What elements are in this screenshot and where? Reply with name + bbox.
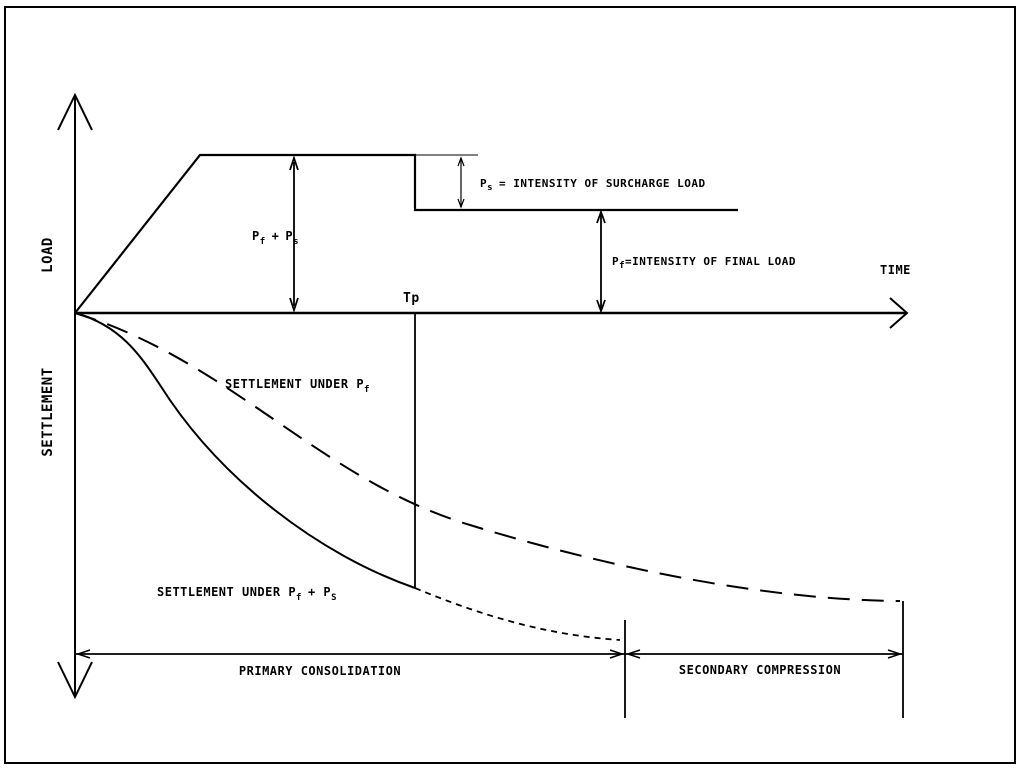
pf-def-sub: f [619,261,625,271]
pf-def-p: P [612,255,619,268]
pf-ps-p1: P [252,229,260,243]
pf-ps-arrow-bottom [289,297,299,313]
figure-frame [4,6,1016,764]
ps-definition: Ps = INTENSITY OF SURCHARGE LOAD [480,177,706,193]
settle-pfps-text: SETTLEMENT UNDER P [157,585,296,599]
settle-pfps-plus: + P [308,585,331,599]
secondary-arrow-left [625,649,641,659]
ps-arrow-top [457,156,465,167]
pf-ps-p2: P [285,229,293,243]
settle-pf-text: SETTLEMENT UNDER P [225,377,364,391]
primary-arrow-left [75,649,91,659]
primary-consolidation-label: PRIMARY CONSOLIDATION [239,664,401,678]
settlement-axis-label: SETTLEMENT [40,367,56,456]
vertical-axis-up-arrow [57,92,93,131]
pf-ps-sub2: s [293,237,299,247]
ps-arrow-bottom [457,198,465,209]
settle-pf-sub: f [364,385,370,395]
time-axis-label: TIME [880,263,911,277]
secondary-arrow-right [887,649,903,659]
pf-ps-arrow-top [289,155,299,171]
ps-def-p: P [480,177,487,190]
settlement-curve-pf-ps [74,312,416,589]
tp-label: Tp [403,291,420,306]
pf-ps-sub1: f [260,237,266,247]
vertical-axis-down-arrow [57,661,93,700]
pf-def-text: =INTENSITY OF FINAL LOAD [625,255,796,268]
settle-pfps-sub1: f [296,593,302,603]
settlement-under-pf-label: SETTLEMENT UNDER Pf [225,377,370,395]
settle-pfps-sub2: S [331,593,337,603]
pf-ps-plus: + [272,229,280,243]
pf-arrow-bottom [596,299,606,314]
pf-ps-label: Pf + Ps [252,229,299,247]
pf-arrow-top [596,209,606,224]
pf-definition: Pf=INTENSITY OF FINAL LOAD [612,255,796,271]
primary-arrow-right [609,649,625,659]
secondary-compression-label: SECONDARY COMPRESSION [679,663,841,677]
settlement-under-pf-ps-label: SETTLEMENT UNDER Pf + PS [157,585,337,603]
time-axis-arrow [889,297,909,329]
settlement-curve-pf-ps-extension [414,587,621,641]
ps-def-text: = INTENSITY OF SURCHARGE LOAD [499,177,706,190]
load-axis-label: LOAD [40,237,56,273]
ps-def-sub: s [487,183,493,193]
settlement-curve-pf [74,312,901,602]
